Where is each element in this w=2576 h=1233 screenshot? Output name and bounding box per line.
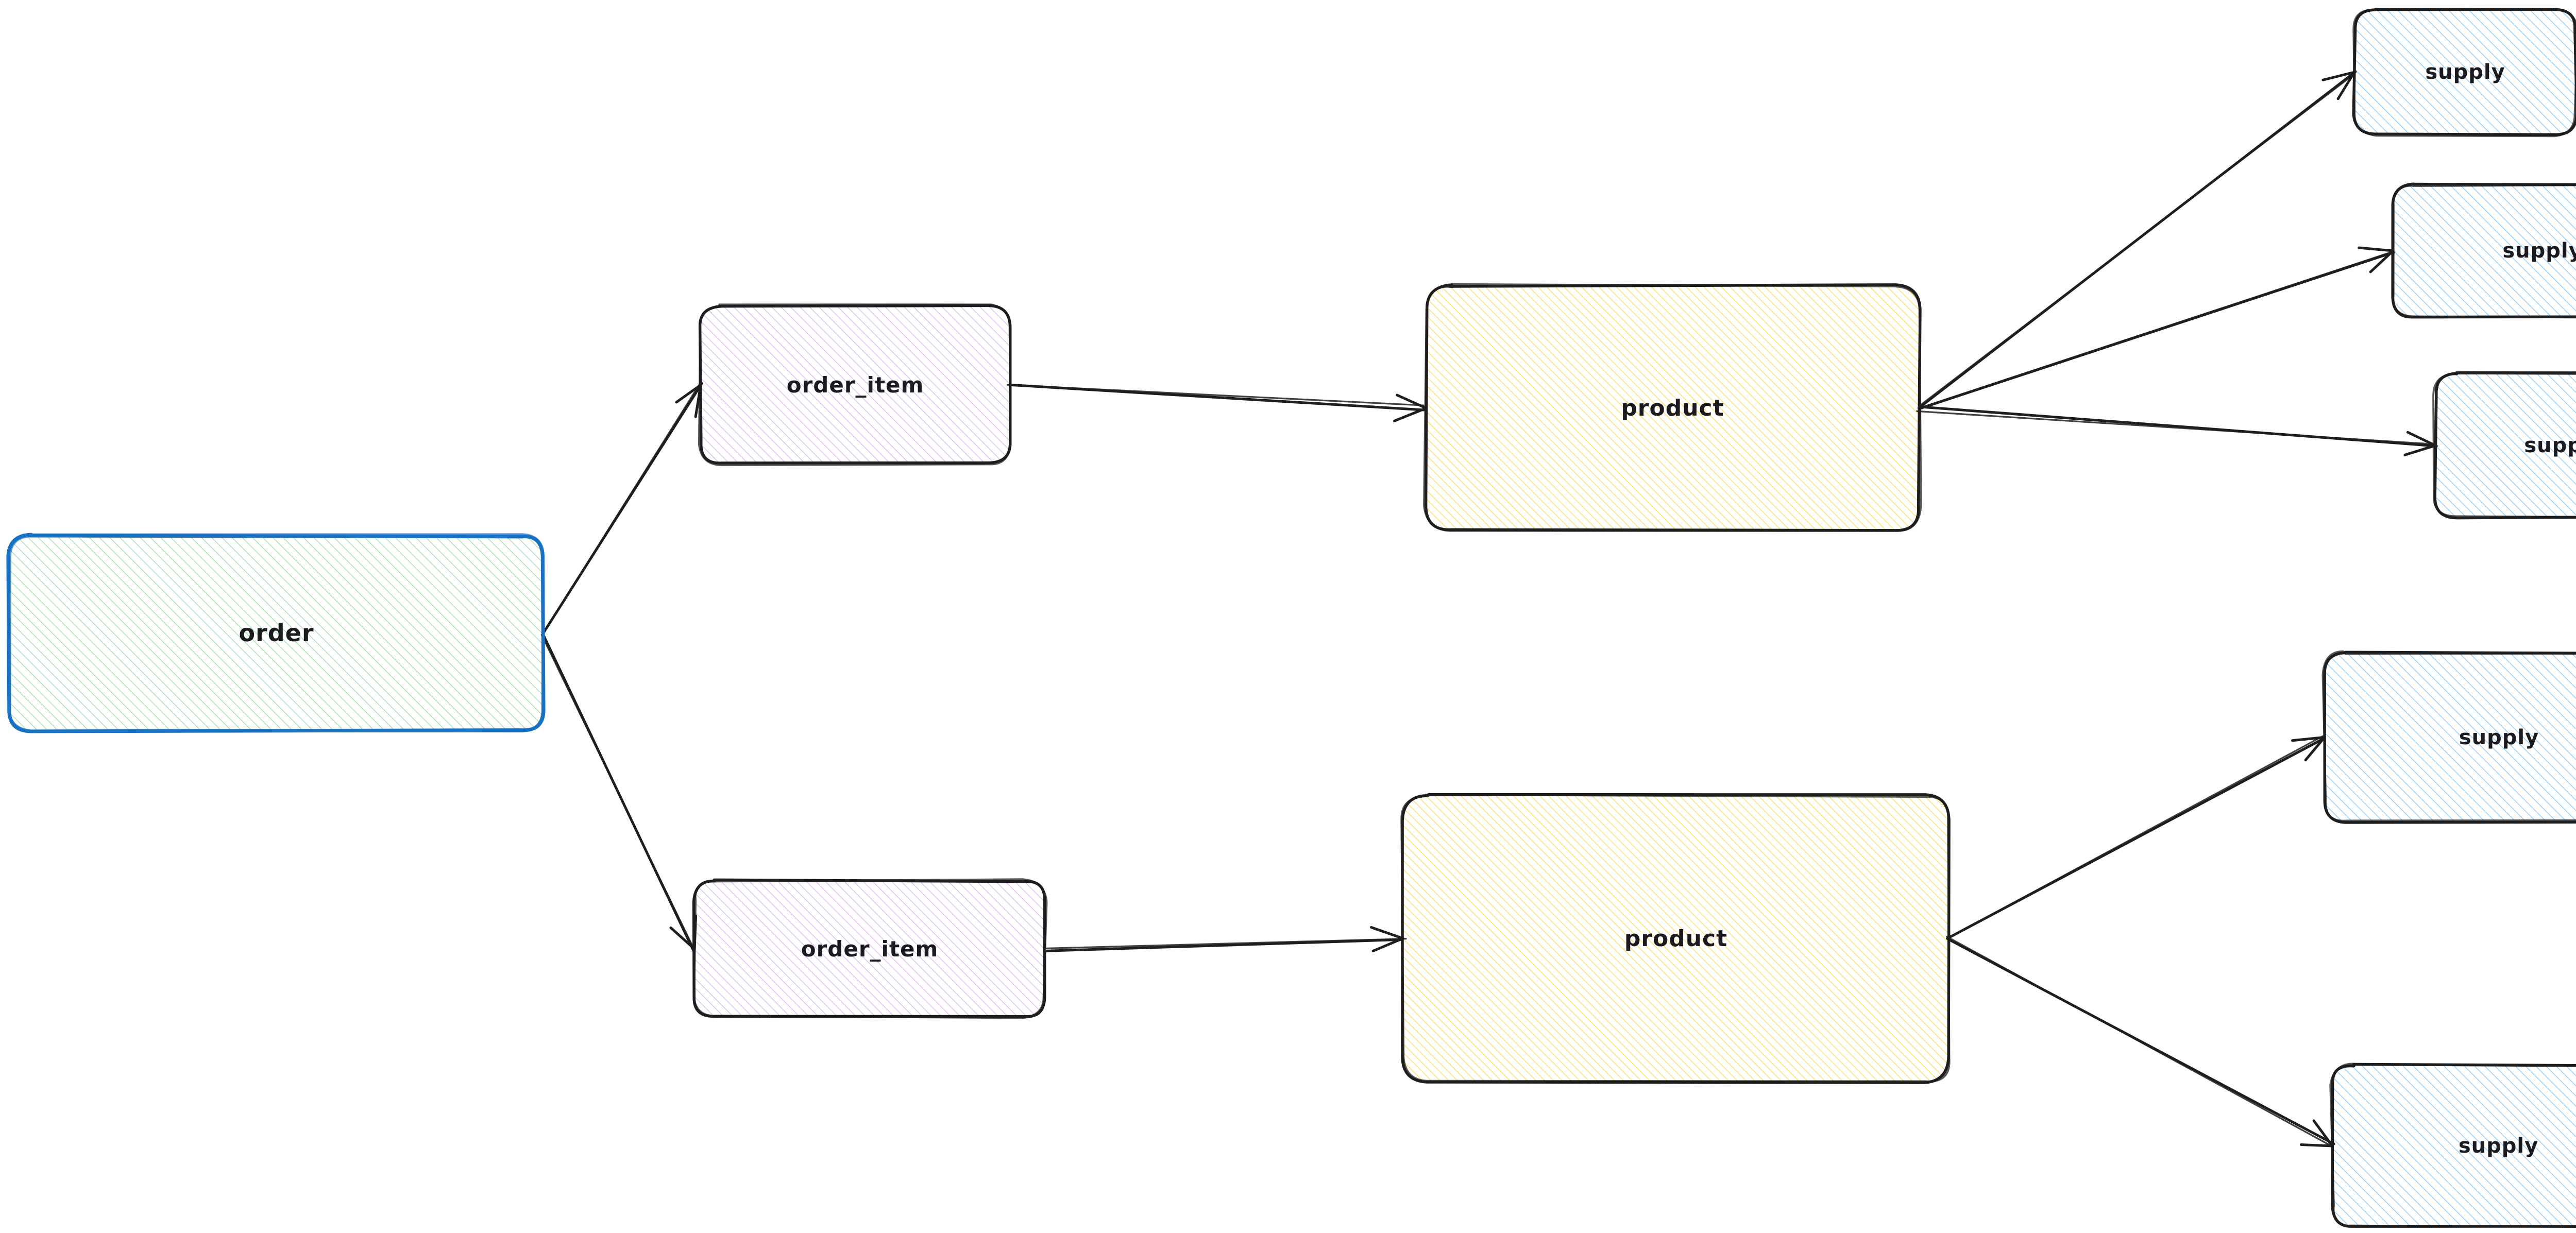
node-outline-order_item_2 — [693, 878, 1048, 1019]
node-fill-order_item_2 — [694, 880, 1045, 1018]
node-outline-order_item_1 — [698, 303, 1012, 467]
edge-arrowhead — [2299, 1143, 2334, 1148]
edge-arrowhead — [2291, 736, 2326, 742]
node-outline-supply_5 — [2329, 1063, 2576, 1228]
node-fill-order — [8, 535, 544, 731]
node-outline-supply_2 — [2392, 184, 2576, 319]
edge-line-echo — [1918, 74, 2354, 407]
node-product_2[interactable] — [1400, 793, 1951, 1084]
node-order[interactable] — [6, 533, 546, 733]
node-fill-supply_1 — [2354, 9, 2576, 135]
edge-order-to-order_item_1[interactable] — [540, 382, 703, 637]
edge-line-echo — [541, 382, 702, 637]
node-fill-supply_2 — [2392, 184, 2576, 317]
edge-line-echo — [1951, 735, 2324, 937]
node-outline-supply_1 — [2352, 8, 2576, 138]
edge-arrowhead — [1396, 393, 1428, 409]
edge-arrowhead — [1371, 937, 1404, 952]
edge-line-echo — [1946, 936, 2331, 1146]
node-fill-product_2 — [1403, 795, 1950, 1082]
edge-line-echo — [1043, 938, 1407, 950]
edge-order-to-order_item_2[interactable] — [541, 632, 698, 952]
edge-arrowhead — [669, 926, 696, 950]
edge-arrowhead — [675, 384, 702, 404]
edge-arrowhead — [1369, 926, 1404, 940]
node-outline-order — [8, 533, 545, 733]
edge-group — [540, 70, 2438, 1148]
edge-line-echo — [1007, 384, 1425, 406]
edge-arrowhead — [2321, 71, 2356, 81]
node-outline-product_1 — [1423, 283, 1922, 532]
edge-arrowhead — [2336, 71, 2356, 100]
node-group — [6, 8, 2576, 1228]
edge-arrowhead — [2312, 1119, 2334, 1148]
edge-product_1-to-supply_2[interactable] — [1918, 246, 2396, 410]
node-fill-supply_4 — [2324, 653, 2576, 821]
edge-product_2-to-supply_5[interactable] — [1946, 936, 2335, 1148]
node-order_item_2[interactable] — [692, 878, 1048, 1019]
node-product_1[interactable] — [1423, 283, 1922, 532]
edge-arrowhead — [2358, 246, 2395, 252]
node-order_item_1[interactable] — [698, 303, 1012, 467]
node-fill-supply_3 — [2435, 373, 2576, 518]
node-outline-supply_4 — [2323, 650, 2576, 824]
edge-line-echo — [541, 634, 695, 950]
node-supply_3[interactable] — [2432, 370, 2576, 520]
edge-product_1-to-supply_3[interactable] — [1916, 405, 2438, 456]
edge-product_2-to-supply_4[interactable] — [1946, 735, 2326, 940]
node-fill-order_item_1 — [700, 305, 1010, 464]
edge-order_item_2-to-product_2[interactable] — [1043, 926, 1407, 952]
node-fill-supply_5 — [2332, 1065, 2576, 1227]
edge-arrowhead — [2304, 736, 2326, 762]
edge-product_1-to-supply_1[interactable] — [1917, 70, 2357, 409]
edge-arrowhead — [2406, 431, 2437, 447]
edge-order_item_1-to-product_1[interactable] — [1007, 383, 1428, 422]
node-supply_1[interactable] — [2352, 8, 2576, 138]
node-outline-supply_4 — [2321, 650, 2576, 822]
node-outline-product_2 — [1400, 794, 1951, 1083]
node-outline-supply_3 — [2432, 370, 2576, 518]
edge-arrowhead — [2403, 444, 2437, 456]
edge-arrowhead — [2369, 249, 2395, 273]
edge-line-echo — [1920, 251, 2392, 408]
node-supply_4[interactable] — [2321, 650, 2576, 824]
node-supply_5[interactable] — [2329, 1063, 2576, 1228]
node-fill-product_1 — [1426, 285, 1920, 531]
edge-line-echo — [1916, 410, 2436, 446]
edge-arrowhead — [1393, 407, 1428, 422]
edge-line — [1044, 938, 1404, 952]
node-supply_2[interactable] — [2391, 182, 2576, 319]
